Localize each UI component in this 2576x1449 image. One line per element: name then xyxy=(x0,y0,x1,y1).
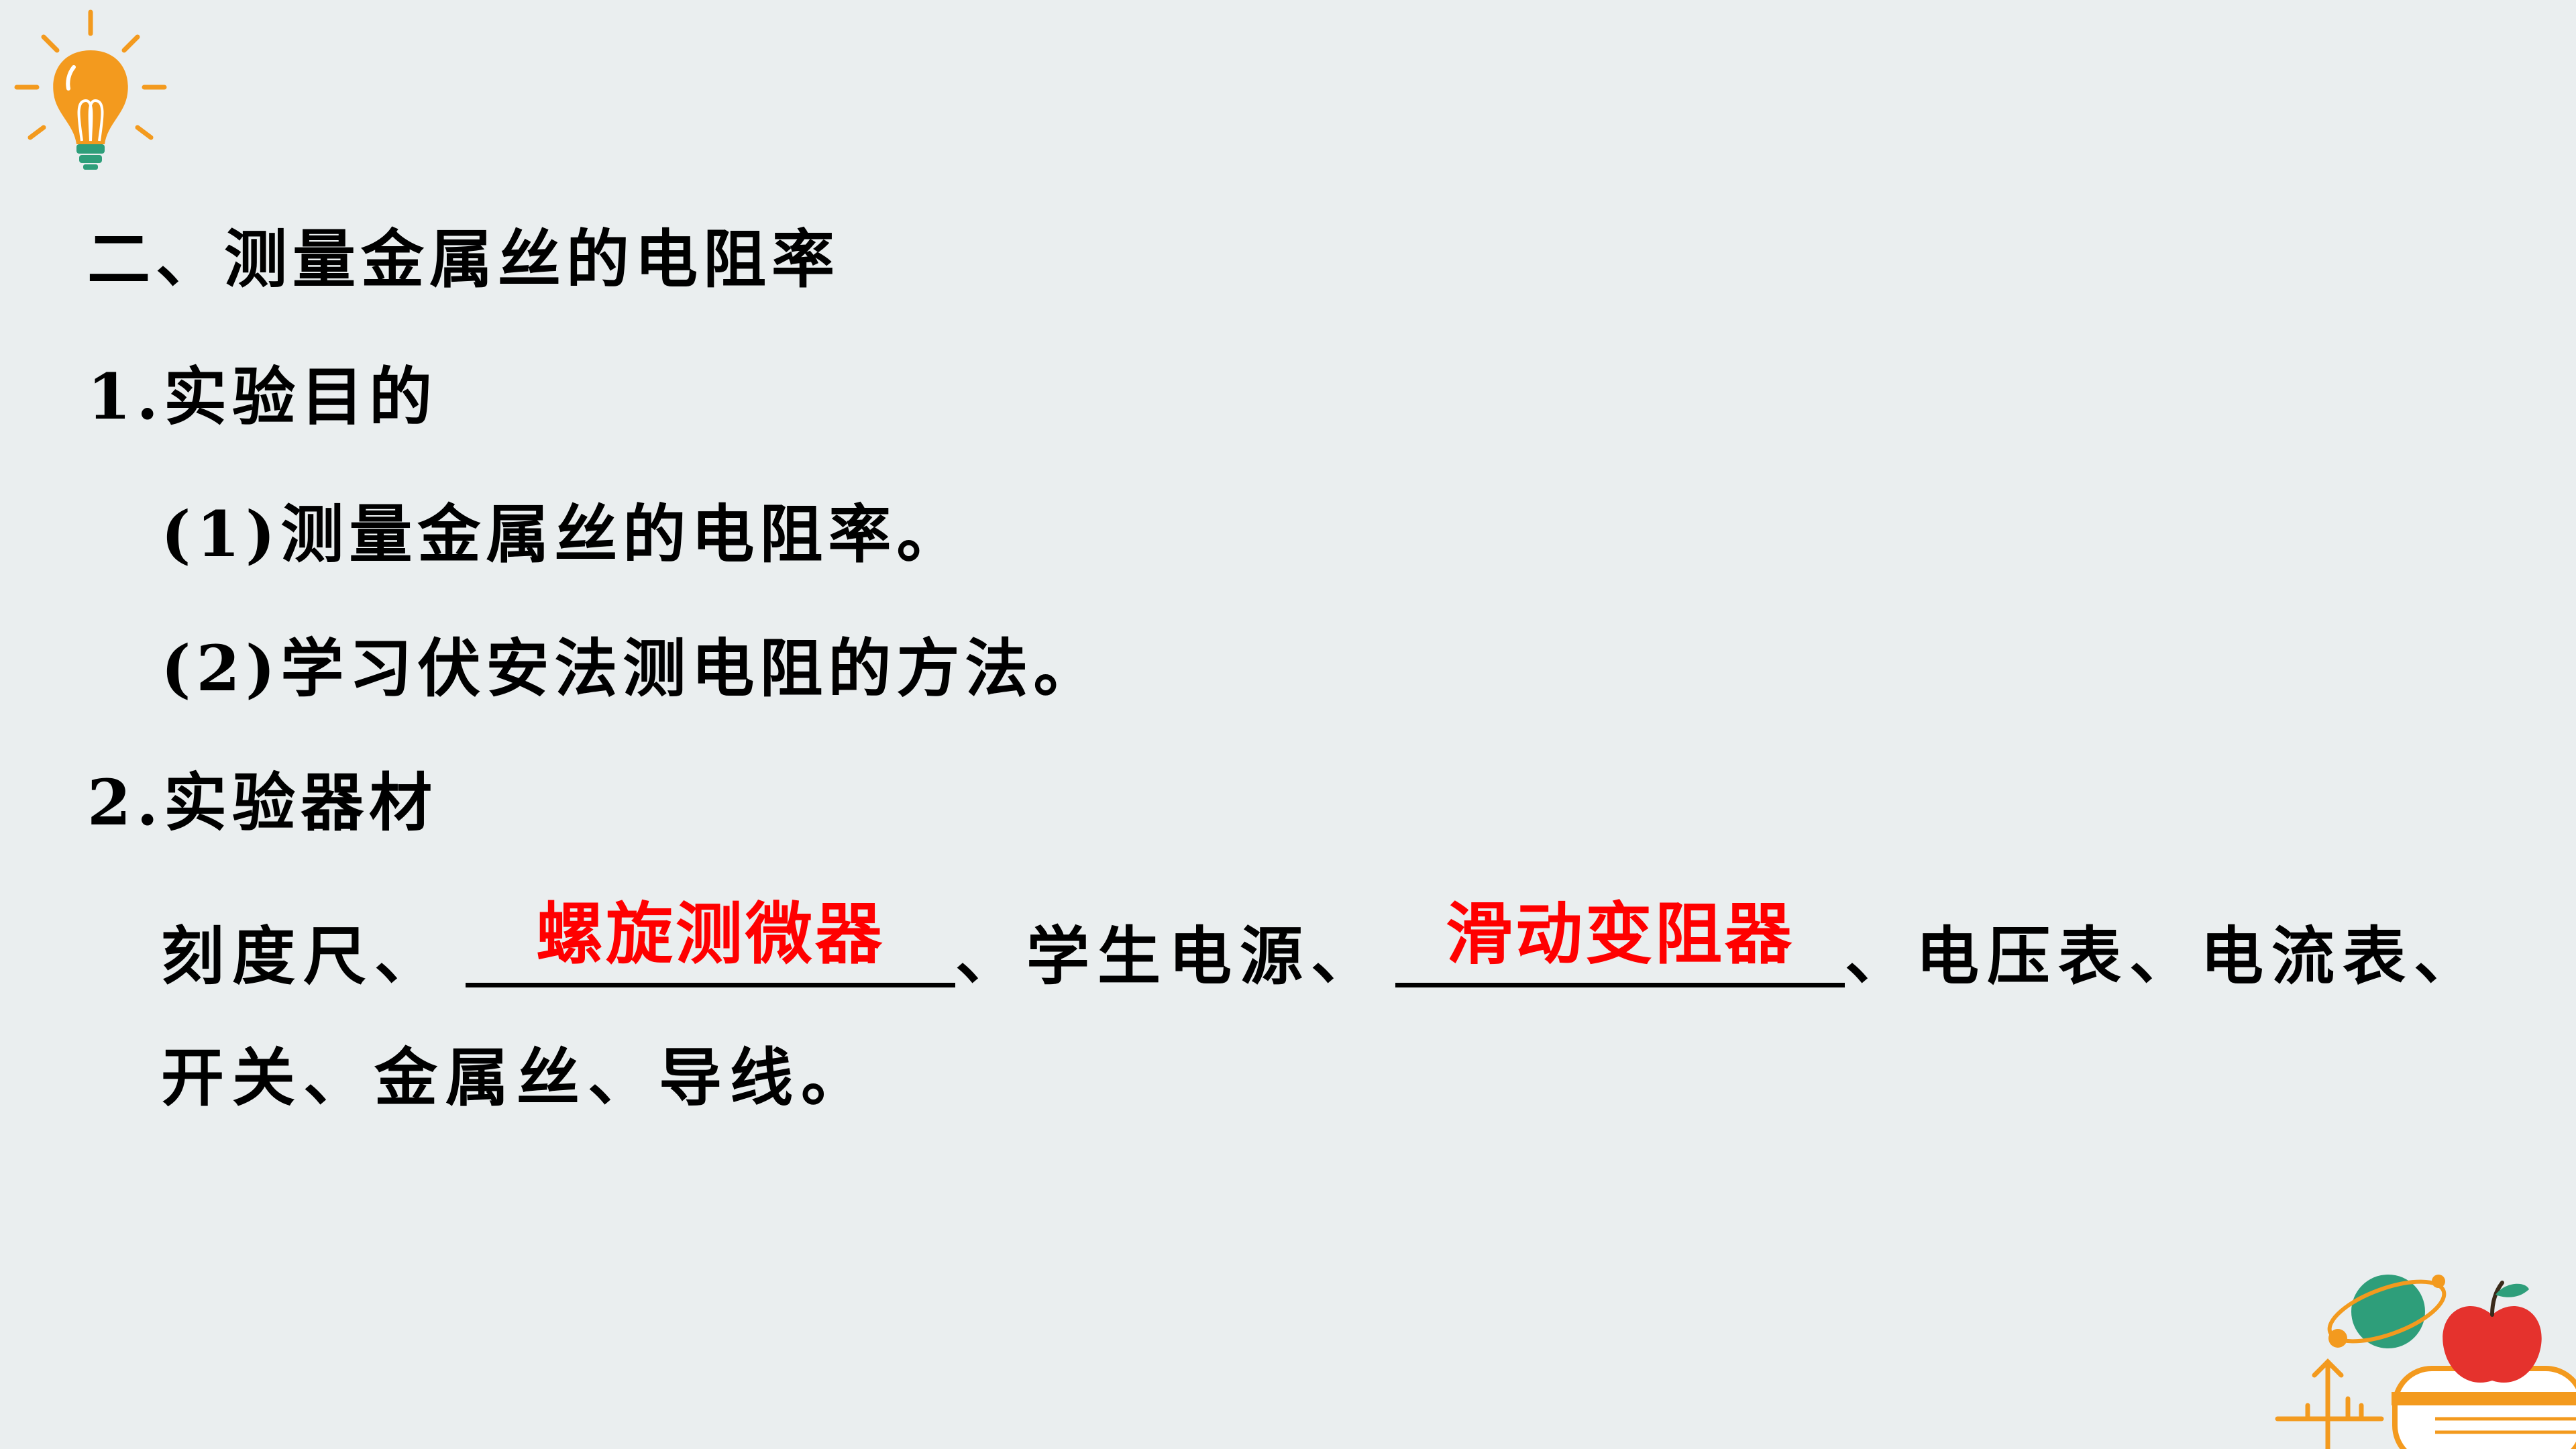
section-2-title: 2.实验器材 xyxy=(87,766,438,840)
answer-text-1: 螺旋测微器 xyxy=(536,895,885,973)
objective-item-2: (2)学习伏安法测电阻的方法。 xyxy=(161,632,1102,706)
lightbulb-icon xyxy=(14,9,167,170)
equipment-text-1: 刻度尺、 xyxy=(161,920,446,994)
equipment-line-2: 开关、金属丝、导线。 xyxy=(161,1041,873,1115)
equipment-text-3: 、电压表、电流表、 xyxy=(1845,920,2485,994)
page-title: 二、测量金属丝的电阻率 xyxy=(87,223,841,297)
equipment-line-1: 刻度尺、螺旋测微器、学生电源、滑动变阻器、电压表、电流表、 xyxy=(161,901,2485,989)
answer-blank-2: 滑动变阻器 xyxy=(1395,901,1845,987)
section-1-title: 1.实验目的 xyxy=(87,360,438,434)
answer-blank-1: 螺旋测微器 xyxy=(466,901,956,987)
equipment-text-2: 、学生电源、 xyxy=(955,920,1383,994)
objective-item-1: (1)测量金属丝的电阻率。 xyxy=(161,498,965,572)
books-planet-apple-decoration xyxy=(2275,1275,2576,1449)
answer-text-2: 滑动变阻器 xyxy=(1446,895,1795,973)
